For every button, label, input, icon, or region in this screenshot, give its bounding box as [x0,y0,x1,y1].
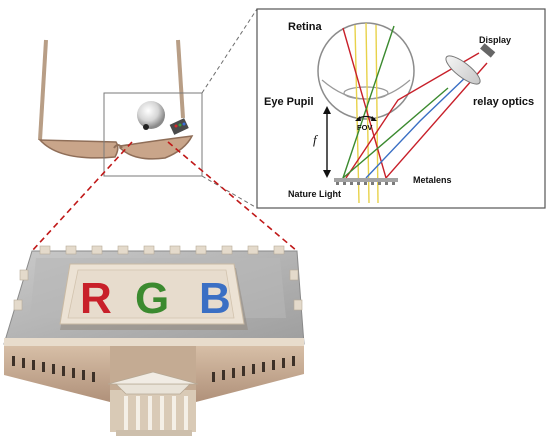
label-display: Display [479,35,511,45]
chip-letter-b: B [199,274,231,323]
zoom-connector-bottom [201,175,258,209]
mini-display-chip [169,118,189,135]
facade-right [196,344,304,402]
inset-frame [256,8,546,209]
glasses-illustration [38,39,194,160]
facade-front [4,344,110,402]
glasses-zoom-box [103,92,203,177]
fov-arrow-l [355,116,361,121]
ray-blue [365,72,471,179]
chip-letter-g: G [135,274,169,323]
label-retina: Retina [288,21,323,33]
fov-arrow-r [371,116,377,121]
metalens-teeth [336,182,395,185]
zoom-connector-top [201,8,258,94]
ray-yellow-2 [375,24,379,204]
focal-arrow-bottom [323,170,331,178]
optics-inset: Retina Display Eye Pupil relay optics FO… [256,8,546,209]
parapet-blocks [13,245,303,311]
display-element [480,43,496,58]
eyeball-small [137,101,165,129]
guide-dash-left [31,141,133,252]
guide-dash-right [167,141,298,252]
eyeball-pupil-small [143,124,149,130]
relay-optics-lens [445,55,481,85]
glasses-right-temple [176,39,185,119]
label-relay-optics: relay optics [473,96,534,108]
metalens-bar [334,178,398,182]
glasses-left-lens [38,139,119,159]
chip-letter-r: R [80,274,112,323]
portico [107,371,199,436]
label-fov: FOV [357,123,372,132]
eye-lens [343,86,389,100]
label-eye-pupil: Eye Pupil [264,96,314,108]
label-nature-light: Nature Light [288,189,341,199]
facade-windows [12,356,295,382]
roof-parapet-front [4,338,304,346]
plaque-inner [67,269,235,319]
glasses-right-lens [119,135,194,160]
focal-arrow-top [323,106,331,114]
ray-yellow-1 [354,24,360,204]
label-focal: f [313,132,319,147]
chip-building: R G B [3,245,305,436]
label-metalens: Metalens [413,175,452,185]
glasses-left-temple [38,39,48,141]
glasses-bridge [113,144,123,149]
